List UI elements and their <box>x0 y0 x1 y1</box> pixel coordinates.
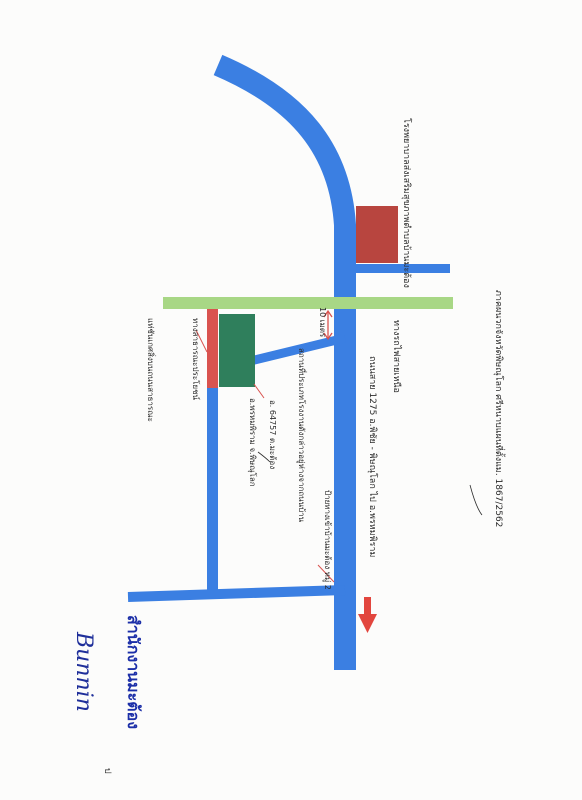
office-stamp-label: สำนักงานมะต้อง <box>124 615 143 729</box>
concrete-road-label: ทางสาธารณะประโยชน์ <box>191 318 201 401</box>
hospital-building <box>356 206 398 263</box>
bottom-connecting-road <box>127 585 346 602</box>
header-text: ภาคผนวกจังหวัดพิษณุโลก ศรีหนาบแผนที่ตั้ง… <box>493 290 506 527</box>
railway-label: ทางรถไฟสายเหนือ <box>391 320 402 393</box>
hospital-access-road <box>345 264 450 273</box>
highway-road <box>213 54 356 670</box>
corner-mark: ป <box>102 768 112 774</box>
pen-mark-plot <box>257 451 271 463</box>
signature-mark: Bunnin <box>71 631 96 712</box>
address-label-2: อ.พรหมพิราม จ.พิษณุโลก <box>248 398 258 487</box>
public-road-highlight <box>207 309 218 388</box>
plot-note-label: สถานที่ประเภทโรงงานดังกล่าวอยู่ห่างจากถน… <box>296 348 308 523</box>
pointer-line-road <box>195 329 208 353</box>
hospital-label: โรงพยาบาลส่งเสริมสุขภาพตำบลบ้านมะต้อง <box>401 118 412 288</box>
highway-label: ถนนสาย 1275 อ.พิชัย - พิษณุโลก ไป อ.พรหม… <box>367 356 378 557</box>
public-road-vertical <box>207 385 218 590</box>
pointer-line-plot <box>253 383 265 399</box>
railway-line <box>163 297 453 309</box>
distance-label: 10 เมตร <box>318 307 327 338</box>
public-road-label: แท่ชันเกศสิ่งบนถนนสาธารณะ <box>146 318 157 422</box>
village-entrance-label: ป้ายทางเข้าบ้านมะต้อง หมู่ 2 <box>322 490 332 590</box>
pen-mark-header <box>469 484 483 516</box>
factory-plot <box>219 314 255 387</box>
pointer-line-entrance <box>317 564 335 583</box>
arrow-down-icon <box>358 597 377 633</box>
address-label-1: อ. 64757 ต.มะต้อง <box>268 400 277 469</box>
double-arrow-icon <box>323 309 333 341</box>
